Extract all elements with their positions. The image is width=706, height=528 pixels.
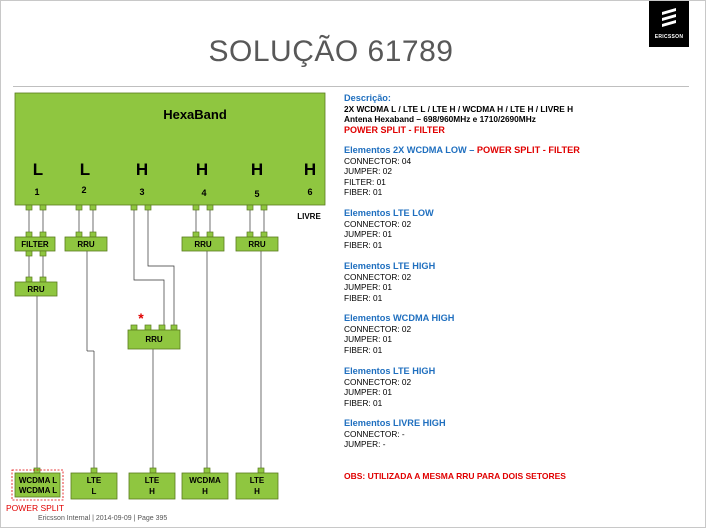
asterisk-mark: *: [138, 310, 144, 326]
rru-3-label: RRU: [145, 335, 163, 344]
rru-1-label: RRU: [27, 285, 45, 294]
rru-4-label: RRU: [194, 240, 212, 249]
section-wcdma-low: Elementos 2X WCDMA LOW – POWER SPLIT - F…: [344, 145, 699, 198]
bottom-box-lte-l: LTE L: [70, 472, 118, 500]
port-3-letter: H: [136, 160, 148, 179]
section-1-line-4: FIBER: 01: [344, 187, 383, 197]
section-2-line-3: FIBER: 01: [344, 239, 383, 250]
section-lte-low: Elementos LTE LOW CONNECTOR: 02 JUMPER: …: [344, 208, 699, 250]
port-6-number: 6: [307, 187, 312, 197]
power-split-outline: [11, 469, 64, 501]
rru-5-box: RRU: [235, 231, 279, 252]
obs-note: OBS: UTILIZADA A MESMA RRU PARA DOIS SET…: [344, 471, 566, 481]
descricao-line-2: Antena Hexaband – 698/960MHz e 1710/2690…: [344, 114, 536, 124]
line-p3b-rru: [147, 210, 175, 325]
section-4-heading: Elementos WCDMA HIGH: [344, 313, 455, 323]
section-1-heading: Elementos 2X WCDMA LOW –: [344, 145, 477, 155]
section-3-line-1: CONNECTOR: 02: [344, 271, 412, 282]
hexaband-diagram: HexaBand L L H H H H 1 2 3 4 5 6 LIVRE F…: [11, 92, 326, 501]
port-4-letter: H: [196, 160, 208, 179]
port-2-number: 2: [81, 185, 86, 195]
hexaband-antenna: [14, 92, 326, 206]
bottom-box-5-line2: H: [254, 487, 260, 496]
section-2-line-2: JUMPER: 01: [344, 229, 392, 239]
bottom-box-4-line1: WCDMA: [189, 476, 221, 485]
bottom-box-2-line2: L: [92, 487, 97, 496]
section-livre-high: Elementos LIVRE HIGH CONNECTOR: - JUMPER…: [344, 418, 699, 450]
port-1-number: 1: [34, 187, 39, 197]
port-2-letter: L: [80, 160, 90, 179]
port-4-number: 4: [201, 188, 206, 198]
descricao-heading: Descrição:: [344, 93, 391, 103]
section-5-heading: Elementos LTE HIGH: [344, 366, 436, 376]
rru-5-label: RRU: [248, 240, 266, 249]
bottom-box-1-line2: WCDMA L: [19, 486, 57, 495]
section-1-heading-red: POWER SPLIT - FILTER: [476, 145, 580, 155]
section-5-line-1: CONNECTOR: 02: [344, 376, 412, 387]
section-3-line-3: FIBER: 01: [344, 292, 383, 303]
line-p3a-rru: [133, 210, 165, 325]
section-5-line-2: JUMPER: 01: [344, 387, 392, 397]
port-3-number: 3: [139, 187, 144, 197]
section-3-heading: Elementos LTE HIGH: [344, 261, 436, 271]
rru-3-shared-box: * RRU: [127, 310, 181, 350]
descricao-red-line: POWER SPLIT - FILTER: [344, 124, 445, 135]
bottom-box-5-line1: LTE: [250, 476, 265, 485]
section-6-heading: Elementos LIVRE HIGH: [344, 418, 446, 428]
bottom-box-1-line1: WCDMA L: [19, 476, 57, 485]
section-1-line-2: JUMPER: 02: [344, 166, 392, 176]
section-6-line-1: CONNECTOR: -: [344, 428, 405, 439]
rru-1-box: RRU: [14, 276, 58, 297]
page-title: SOLUÇÃO 61789: [208, 35, 454, 68]
section-4-line-1: CONNECTOR: 02: [344, 323, 412, 334]
rru-2-label: RRU: [77, 240, 95, 249]
bottom-box-3-line1: LTE: [145, 476, 160, 485]
title-divider: [13, 86, 689, 87]
section-2-heading: Elementos LTE LOW: [344, 208, 434, 218]
section-lte-high-2: Elementos LTE HIGH CONNECTOR: 02 JUMPER:…: [344, 366, 699, 408]
section-wcdma-high: Elementos WCDMA HIGH CONNECTOR: 02 JUMPE…: [344, 313, 699, 355]
port-5-number: 5: [254, 189, 259, 199]
descricao-section: Descrição: 2X WCDMA L / LTE L / LTE H / …: [344, 93, 699, 135]
filter-box: FILTER: [14, 231, 56, 257]
section-5-line-3: FIBER: 01: [344, 397, 383, 408]
ericsson-logo-icon: [662, 8, 676, 27]
section-4-line-3: FIBER: 01: [344, 344, 383, 355]
bottom-box-lte-h-2: LTE H: [235, 472, 279, 500]
bottom-box-wcdma-l: WCDMA L WCDMA L: [11, 469, 64, 501]
rru-2-box: RRU: [64, 231, 108, 252]
section-2-line-1: CONNECTOR: 02: [344, 218, 412, 229]
section-4-line-2: JUMPER: 01: [344, 334, 392, 344]
logo-text: ERICSSON: [654, 34, 684, 40]
rru-4-box: RRU: [181, 231, 225, 252]
bottom-box-lte-h-1: LTE H: [128, 472, 176, 500]
antenna-connectors: [25, 204, 268, 211]
port-1-letter: L: [33, 160, 43, 179]
section-1-line-1: CONNECTOR: 04: [344, 155, 412, 166]
footer: Ericsson Internal | 2014-09-09 | Page 39…: [38, 515, 168, 522]
ericsson-logo: ERICSSON: [649, 1, 689, 47]
bottom-box-3-line2: H: [149, 487, 155, 496]
livre-label: LIVRE: [297, 212, 321, 221]
bottom-box-2-line1: LTE: [87, 476, 102, 485]
power-split-label: POWER SPLIT: [6, 503, 65, 513]
bottom-box-wcdma-h: WCDMA H: [181, 472, 229, 500]
filter-label: FILTER: [21, 240, 49, 249]
bottom-box-4-line2: H: [202, 487, 208, 496]
port-5-letter: H: [251, 160, 263, 179]
section-6-line-2: JUMPER: -: [344, 439, 386, 449]
section-lte-high-1: Elementos LTE HIGH CONNECTOR: 02 JUMPER:…: [344, 261, 699, 303]
hexaband-label: HexaBand: [163, 107, 227, 122]
port-6-letter: H: [304, 160, 316, 179]
bottom-connectors: [33, 467, 265, 474]
section-3-line-2: JUMPER: 01: [344, 282, 392, 292]
section-1-line-3: FILTER: 01: [344, 176, 386, 187]
descricao-line-1: 2X WCDMA L / LTE L / LTE H / WCDMA H / L…: [344, 103, 574, 114]
